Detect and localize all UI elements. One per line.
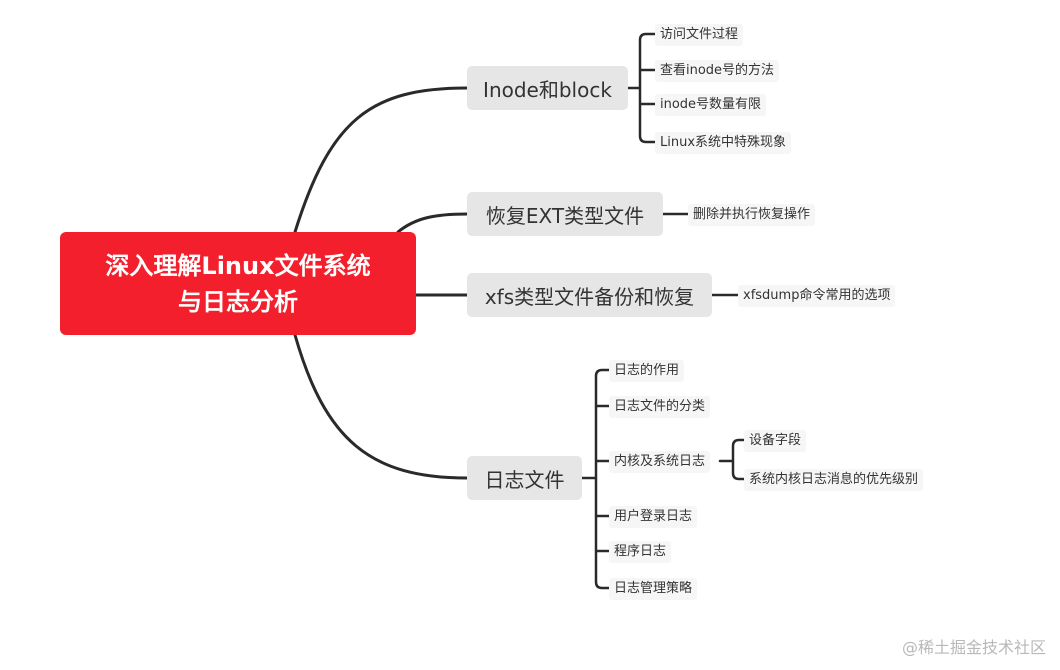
leaf-kernel-system-log[interactable]: 内核及系统日志 [609,451,711,473]
root-topic-line2: 与日志分析 [178,287,298,316]
branch-log-files[interactable]: 日志文件 [467,456,582,500]
link-root-inode [293,86,469,234]
watermark: @稀土掘金技术社区 [901,638,1046,657]
leaf-log-classification[interactable]: 日志文件的分类 [609,396,711,418]
link-root-log [293,333,469,480]
link-log-bracket [580,368,611,590]
leaf-user-login-log[interactable]: 用户登录日志 [609,506,698,528]
link-inode-bracket [626,32,657,144]
leaf-xfsdump-options[interactable]: xfsdump命令常用的选项 [738,285,896,307]
leaf-view-inode-method[interactable]: 查看inode号的方法 [655,60,780,82]
branch-xfs-backup[interactable]: xfs类型文件备份和恢复 [467,273,712,317]
leaf-log-purpose[interactable]: 日志的作用 [609,360,685,382]
link-root-ext [396,212,469,234]
root-topic-line1: 深入理解Linux文件系统 [105,251,371,280]
leaf-device-field[interactable]: 设备字段 [744,430,807,452]
leaf-kernel-msg-priority[interactable]: 系统内核日志消息的优先级别 [744,469,924,491]
leaf-log-management[interactable]: 日志管理策略 [609,578,698,600]
leaf-inode-limited[interactable]: inode号数量有限 [655,94,767,116]
leaf-delete-restore[interactable]: 删除并执行恢复操作 [688,204,816,226]
leaf-linux-special[interactable]: Linux系统中特殊现象 [655,132,792,154]
link-kernel-bracket [718,438,746,481]
leaf-program-log[interactable]: 程序日志 [609,541,672,563]
root-topic[interactable]: 深入理解Linux文件系统 与日志分析 [60,232,416,335]
branch-ext-recovery[interactable]: 恢复EXT类型文件 [467,192,663,236]
branch-inode-block[interactable]: Inode和block [467,66,628,110]
leaf-access-file-process[interactable]: 访问文件过程 [655,24,744,46]
